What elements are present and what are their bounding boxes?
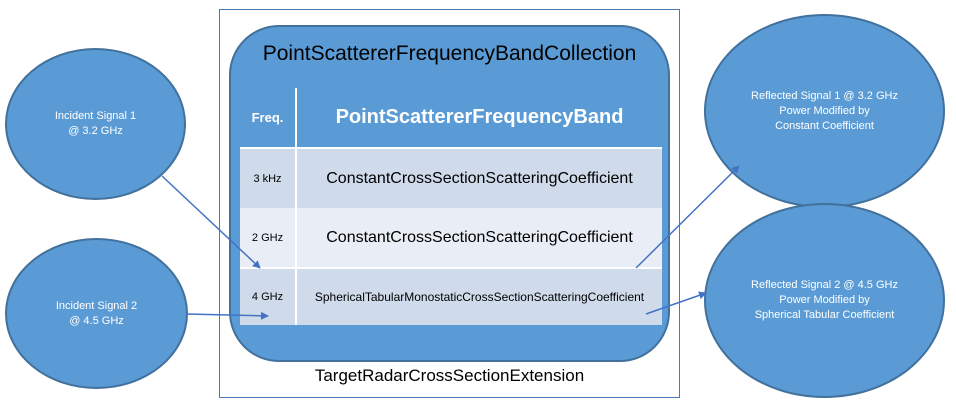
coefficient-cell: SphericalTabularMonostaticCrossSectionSc…	[297, 267, 662, 325]
reflected-2-arrow	[645, 291, 707, 315]
reflected-signal-1-ellipse: Reflected Signal 1 @ 3.2 GHz Power Modif…	[704, 14, 945, 208]
extension-label: TargetRadarCrossSectionExtension	[314, 366, 585, 385]
reflected-signal-2-text: Reflected Signal 2 @ 4.5 GHz Power Modif…	[751, 279, 898, 321]
incident-signal-1-ellipse: Incident Signal 1 @ 3.2 GHz	[5, 48, 186, 200]
target-radar-cross-section-extension-frame	[219, 9, 680, 398]
reflected-signal-1-text: Reflected Signal 1 @ 3.2 GHz Power Modif…	[751, 89, 898, 132]
reflected-1-arrow	[635, 165, 740, 269]
incident-signal-1-text: Incident Signal 1 @ 3.2 GHz	[54, 110, 137, 137]
reflected-signal-2-ellipse: Reflected Signal 2 @ 4.5 GHz Power Modif…	[704, 203, 945, 398]
header-freq: Freq.	[240, 88, 297, 149]
coefficient-cell: ConstantCrossSectionScatteringCoefficien…	[297, 208, 662, 267]
coefficient-cell: ConstantCrossSectionScatteringCoefficien…	[297, 149, 662, 208]
header-band: PointScattererFrequencyBand	[297, 88, 662, 149]
frequency-band-table: Freq. PointScattererFrequencyBand 3 kHz …	[240, 88, 662, 325]
incident-2-arrow	[185, 311, 269, 320]
freq-cell: 3 kHz	[240, 149, 297, 208]
collection-title: PointScattererFrequencyBandCollection	[262, 42, 637, 65]
incident-1-arrow	[161, 175, 261, 269]
incident-signal-2-text: Incident Signal 2 @ 4.5 GHz	[55, 299, 138, 327]
